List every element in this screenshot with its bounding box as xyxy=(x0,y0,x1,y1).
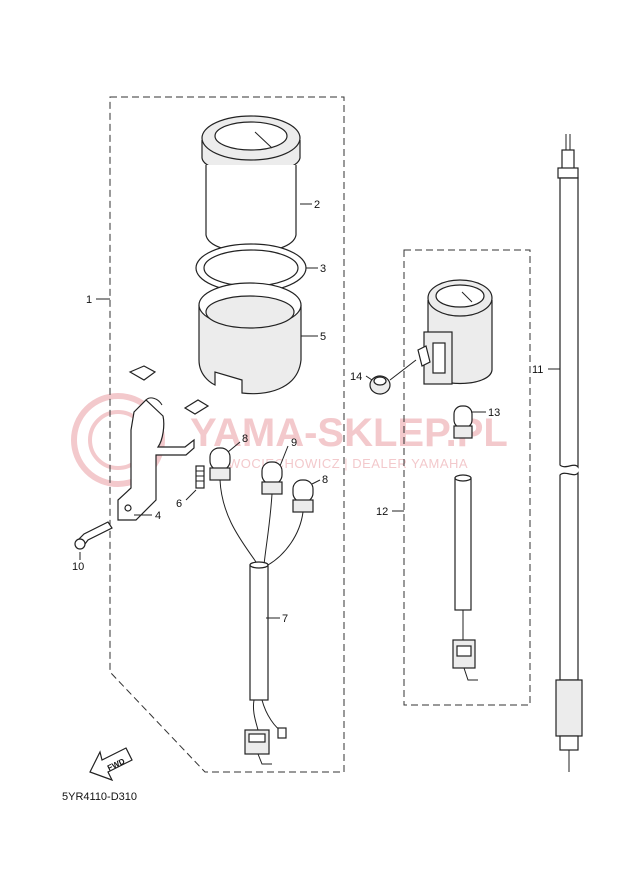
callout-8-right: 8 xyxy=(322,474,328,486)
callout-3: 3 xyxy=(320,263,326,275)
callout-6: 6 xyxy=(176,498,182,510)
callout-10: 10 xyxy=(72,561,84,573)
bulb-part-9 xyxy=(261,461,283,495)
socket-part-14 xyxy=(369,359,417,395)
callout-12: 12 xyxy=(376,506,388,518)
callout-7: 7 xyxy=(282,613,288,625)
assembly-12-boundary xyxy=(403,249,531,706)
callout-8-left: 8 xyxy=(242,433,248,445)
meter-body-part-5 xyxy=(198,282,302,395)
bulb-part-8-right xyxy=(292,479,314,513)
callouts: 1 2 3 4 5 6 7 8 8 9 10 11 12 13 14 xyxy=(72,199,543,625)
bulb-part-13 xyxy=(452,405,478,681)
watermark-tagline: WOCIECHOWICZ | DEALER YAMAHA xyxy=(228,456,468,471)
callout-9: 9 xyxy=(291,437,297,449)
indicator-meter-part-12 xyxy=(417,279,493,385)
callout-5: 5 xyxy=(320,331,326,343)
screw-part-6 xyxy=(195,465,205,489)
bracket-part-4 xyxy=(117,365,210,521)
callout-11: 11 xyxy=(532,364,543,376)
callout-1: 1 xyxy=(86,294,92,306)
leader-lines xyxy=(79,203,560,619)
bolt-part-10 xyxy=(74,521,113,550)
callout-14: 14 xyxy=(350,371,362,383)
callout-2: 2 xyxy=(314,199,320,211)
callout-13: 13 xyxy=(488,407,500,419)
fwd-arrow-icon: FWD xyxy=(89,747,133,782)
watermark-logo-icon xyxy=(71,393,165,487)
speedometer-cable-part-11 xyxy=(555,134,583,772)
meter-case-part-2 xyxy=(201,115,301,253)
wire-harness-part-7 xyxy=(219,479,304,765)
callout-4: 4 xyxy=(155,510,161,522)
seal-ring-part-3 xyxy=(195,243,307,293)
diagram-code: 5YR4110-D310 xyxy=(62,791,137,803)
bulb-part-8-left xyxy=(209,447,231,481)
assembly-1-boundary xyxy=(109,96,345,773)
